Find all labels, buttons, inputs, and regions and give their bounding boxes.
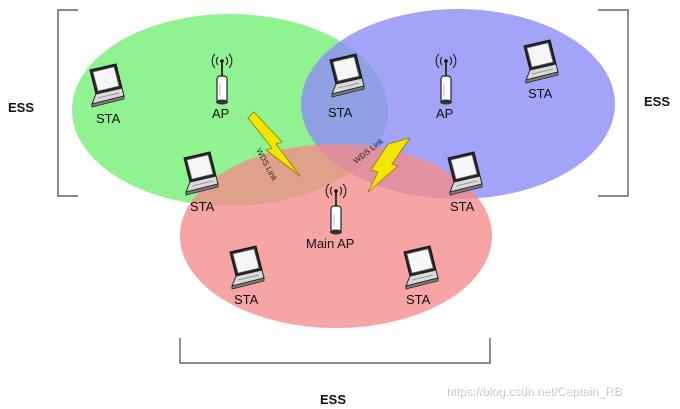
ess-label-bottom: ESS (320, 392, 346, 407)
watermark: https://blog.csdn.net/Captain_RB (446, 384, 621, 398)
sta-4-label: STA (190, 199, 215, 214)
sta-1-label: STA (96, 111, 121, 126)
sta-3: STA (523, 39, 559, 101)
main-ap: Main AP (306, 183, 354, 251)
sta-4: STA (183, 151, 219, 214)
sta-6: STA (229, 245, 265, 307)
ap-left: AP (211, 53, 233, 121)
lightning-bolt-icon (367, 137, 411, 193)
sta-7: STA (403, 245, 439, 307)
watermark-shadow: https://blog.csdn.net/Captain_RB (447, 385, 622, 399)
sta-6-label: STA (234, 292, 259, 307)
ess-bracket-right (598, 9, 629, 197)
main-ap-label: Main AP (306, 236, 354, 251)
sta-2-label: STA (328, 105, 353, 120)
ess-bracket-left (57, 9, 78, 197)
ap-right: AP (435, 53, 457, 121)
ess-label-left: ESS (8, 100, 34, 115)
lightning-bolt-icon (247, 111, 301, 177)
sta-7-label: STA (406, 292, 431, 307)
ap-left-label: AP (212, 106, 229, 121)
ess-label-right: ESS (644, 94, 670, 109)
ap-right-label: AP (436, 106, 453, 121)
sta-5: STA (447, 151, 483, 214)
sta-2: STA (328, 53, 365, 120)
ess-bracket-bottom (179, 338, 491, 364)
sta-1: STA (89, 63, 125, 126)
sta-5-label: STA (450, 199, 475, 214)
sta-3-label: STA (528, 86, 553, 101)
